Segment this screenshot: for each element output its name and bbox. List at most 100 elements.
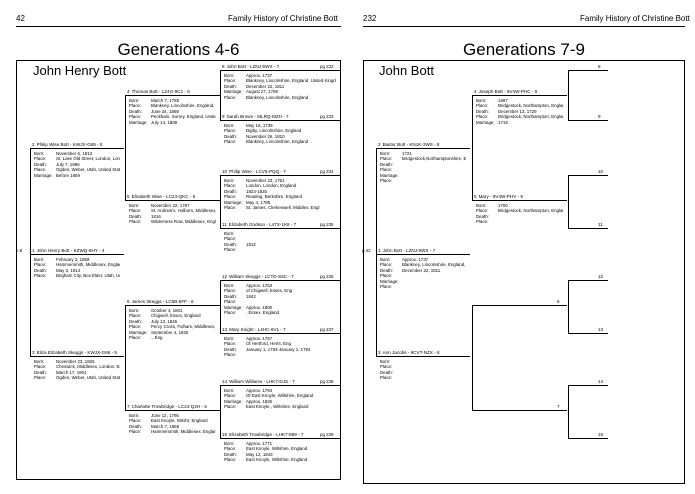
fact-row: Place:Of East Knoyle, Wiltshire, England <box>224 393 338 398</box>
person-line <box>220 228 340 229</box>
fact-value: 1719 <box>498 119 508 125</box>
fact-value: March 17, 1901 <box>56 369 87 375</box>
fact-row: Place:East Knoyle, Witshr, England <box>129 418 218 423</box>
fact-label: Death: <box>224 188 237 194</box>
chart-frame <box>16 60 341 480</box>
person-number: 3 <box>32 350 35 355</box>
page-reference: pg 235 <box>320 222 334 227</box>
person-line <box>376 254 470 255</box>
page-reference: pg 233 <box>320 114 334 119</box>
person-number: 6 <box>127 299 130 304</box>
person-number: 7 <box>557 404 560 409</box>
fact-row: Marriage:May 4, 1785 <box>224 200 338 205</box>
fact-value: Approx. 1767 <box>246 336 273 341</box>
fact-value: St. Andrew's, Holborn, Middlesex, Englan… <box>151 208 216 214</box>
person-line <box>376 356 470 357</box>
person-line <box>125 305 220 306</box>
fact-label: Place: <box>380 156 393 162</box>
fact-value: Peckham, Surrey, England, United Kingdom <box>151 114 216 120</box>
person-name-text: Bastor Bott - KN1K-3WS - 8 <box>382 142 440 147</box>
person-name-text: Ann Jacobs - 9CVT-NZX - 8 <box>382 350 440 355</box>
fact-label: Place: <box>129 335 142 340</box>
fact-value: Wilderness Row, Middlesex, England <box>151 219 216 225</box>
fact-value: Approx. 1800 <box>246 304 273 310</box>
fact-value: Reading, Berkshire, England <box>246 194 302 200</box>
fact-row: Marriage: <box>380 173 468 178</box>
fact-value: February 2, 1859 <box>56 257 90 262</box>
fact-label: Born: <box>224 123 235 128</box>
person-line <box>220 385 340 386</box>
fact-row: Place: Reading, Berkshire, England <box>224 194 338 199</box>
fact-value: December 13, 1729 <box>498 108 537 114</box>
person-line <box>568 120 608 121</box>
fact-label: Marriage: <box>129 119 148 125</box>
fact-row: Place: <box>224 247 338 252</box>
person-name-text: Elizabeth Trowbridge - LHK7-689 - 7 <box>229 432 304 437</box>
fact-label: Place: <box>224 194 237 200</box>
fact-row: Death: <box>380 162 468 167</box>
running-title: Family History of Christine Bott <box>228 14 338 23</box>
fact-row: Place: <box>380 167 468 172</box>
person-number: 5 <box>474 194 477 199</box>
fact-row: Place:Bridgestock, Northampton, England <box>476 208 565 213</box>
connector-line <box>472 95 473 201</box>
fact-label: Born: <box>224 283 235 288</box>
connector-line <box>376 148 377 357</box>
fact-label: Death: <box>224 83 237 89</box>
fact-row: Place:Hammersmith, Middlesex, England <box>34 262 122 267</box>
person-line <box>568 280 608 281</box>
fact-row: Death:May 12, 1843 <box>224 452 338 457</box>
person-line <box>220 120 340 121</box>
person-number: 6 <box>557 299 560 304</box>
fact-row: Place:Bridgestock, Northampton, England <box>476 103 565 108</box>
person-line <box>125 95 220 96</box>
person-number: 4 <box>127 89 130 94</box>
fact-row: Death:1842 <box>224 294 338 299</box>
fact-value: ., Eng <box>151 335 163 340</box>
fact-value: November 6, 1813 <box>56 151 93 156</box>
fact-value: East Knoyle, Wiltshire, England <box>246 457 308 463</box>
fact-row: Place: <box>380 178 468 183</box>
fact-row: Born:Approx. 1737 <box>380 257 468 262</box>
person-number: 4 <box>474 89 477 94</box>
fact-label: Place: <box>224 94 237 100</box>
fact-value: Approx. 1771 <box>246 441 273 446</box>
fact-row: Place:Ogden, Weber, Utah, United States <box>34 375 122 380</box>
fact-row: Death: <box>380 370 468 375</box>
fact-label: Death: <box>224 241 237 247</box>
fact-label: Place: <box>380 178 393 183</box>
fact-row: Marriage:September 4, 1825 <box>129 330 218 335</box>
fact-row: Death: <box>476 214 565 219</box>
fact-row: Born:1700 <box>476 203 565 208</box>
fact-value: August 27, 1769 <box>246 89 278 95</box>
fact-row: Death:June 24, 1869 <box>129 109 218 114</box>
fact-value: Approx. 1763 <box>246 283 273 288</box>
page-reference: pg 239 <box>320 432 334 437</box>
person-number: 12 <box>598 274 604 279</box>
connector-line <box>125 95 126 201</box>
fact-row: Place:Of Hertford, Herts, Eng <box>224 341 338 346</box>
fact-value: Blankney, Lincolnshire, England, United … <box>402 262 466 268</box>
fact-label: Place: <box>129 429 142 435</box>
fact-label: Place: <box>129 313 142 319</box>
fact-label: Place: <box>380 273 393 279</box>
fact-value: Ogden, Weber, Utah, United States <box>56 167 120 173</box>
person-number: 9 <box>598 114 601 119</box>
fact-row: Death:March 7, 1858 <box>129 424 218 429</box>
fact-value: Of East Knoyle, Wiltshire, England <box>246 393 314 399</box>
fact-label: Death: <box>129 423 142 429</box>
fact-label: Death: <box>380 369 393 375</box>
fact-value: October 4, 1801 <box>151 308 183 313</box>
person-name-text: Joseph Bott - 9V4W-PHC - 9 <box>478 89 538 94</box>
chart-frame <box>363 60 685 484</box>
fact-row: Born:November 23, 1761 <box>224 178 338 183</box>
fact-value: Cheswick, Middlesex, London, England <box>56 364 120 370</box>
fact-value: East Knoyle, Wiltshire, England <box>246 446 308 452</box>
person-name-text: Mary Knight - L4HC-6VL - 7 <box>229 327 286 332</box>
fact-row: Place: <box>380 273 468 278</box>
